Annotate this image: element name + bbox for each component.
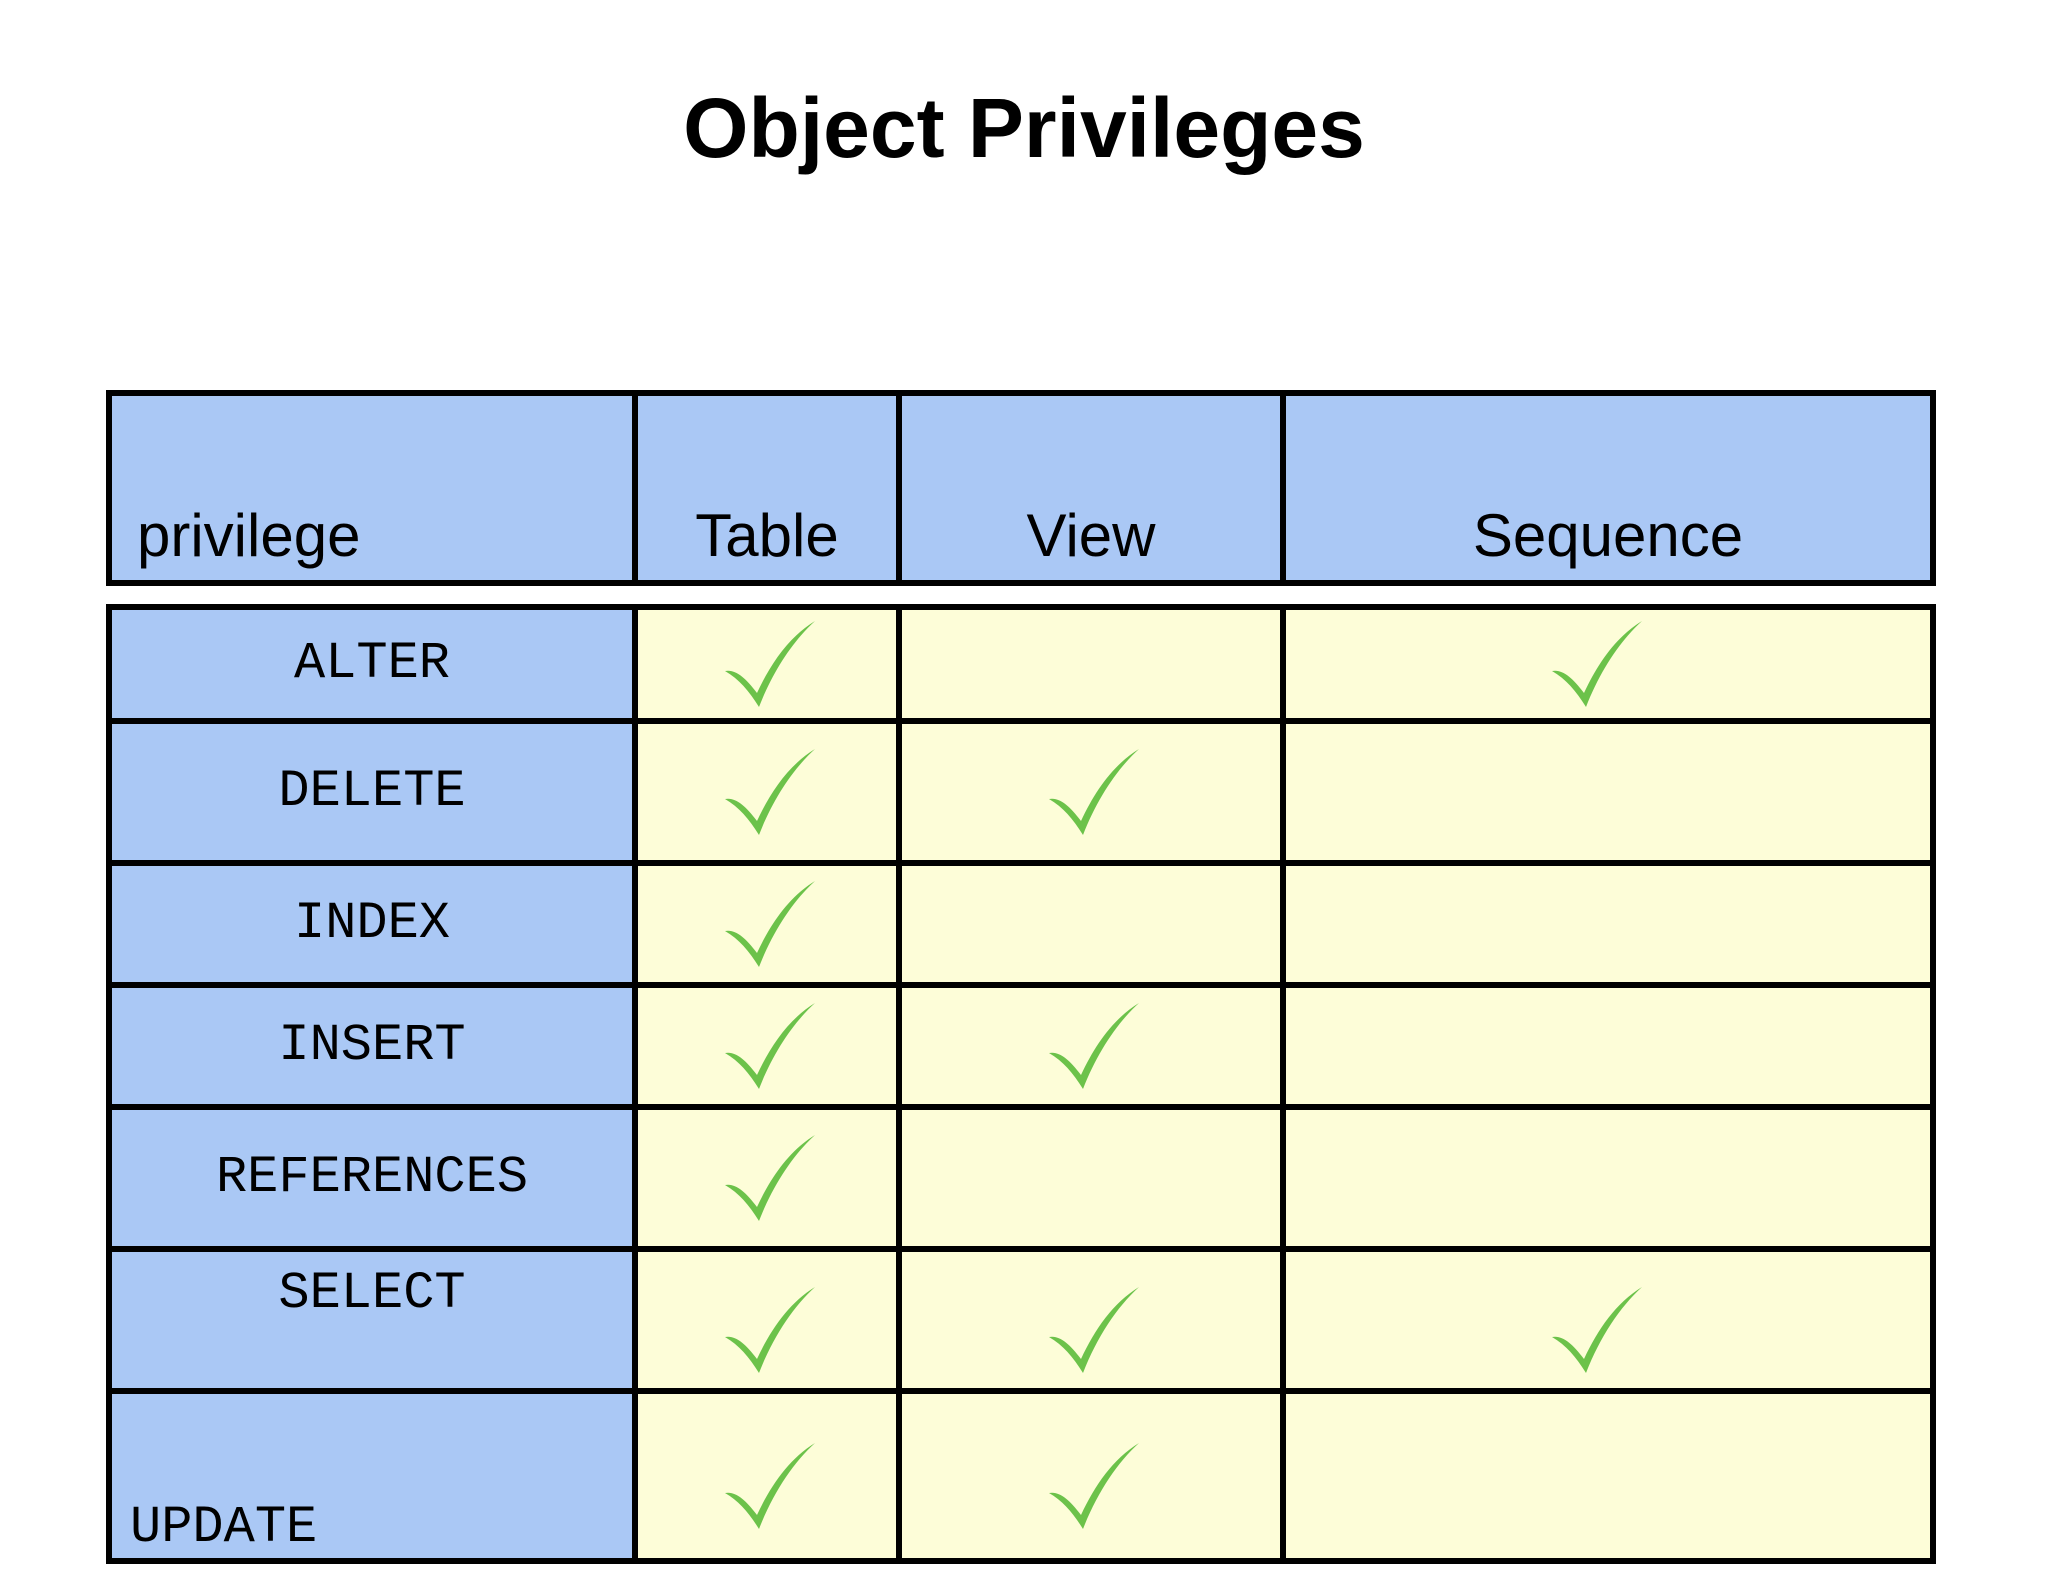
privilege-label: REFERENCES <box>215 1148 529 1207</box>
row-header-references: REFERENCES <box>106 1104 638 1252</box>
row-header-delete: DELETE <box>106 718 638 866</box>
privilege-label: ALTER <box>293 634 451 693</box>
cell-index-table <box>632 860 902 988</box>
check-mark-icon <box>1550 1285 1646 1375</box>
header-label-sequence: Sequence <box>1472 502 1744 569</box>
cell-delete-sequence <box>1280 718 1936 866</box>
cell-update-sequence <box>1280 1388 1936 1564</box>
check-mark-icon <box>1047 1001 1143 1091</box>
check-mark-icon <box>723 879 819 969</box>
privilege-label: DELETE <box>278 762 466 821</box>
cell-update-table <box>632 1388 902 1564</box>
check-mark-icon <box>723 1441 819 1531</box>
check-mark-icon <box>1047 1441 1143 1531</box>
cell-alter-view <box>896 604 1286 724</box>
cell-insert-view <box>896 982 1286 1110</box>
row-header-select: SELECT <box>106 1246 638 1394</box>
cell-select-sequence <box>1280 1246 1936 1394</box>
check-mark-icon <box>723 619 819 709</box>
cell-select-table <box>632 1246 902 1394</box>
cell-select-view <box>896 1246 1286 1394</box>
header-cell-table: Table <box>632 390 902 586</box>
row-header-index: INDEX <box>106 860 638 988</box>
header-cell-view: View <box>896 390 1286 586</box>
cell-references-table <box>632 1104 902 1252</box>
cell-insert-table <box>632 982 902 1110</box>
row-header-alter: ALTER <box>106 604 638 724</box>
check-mark-icon <box>1047 1285 1143 1375</box>
header-cell-sequence: Sequence <box>1280 390 1936 586</box>
privilege-label: UPDATE <box>130 1498 318 1557</box>
header-cell-privilege: privilege <box>106 390 638 586</box>
cell-insert-sequence <box>1280 982 1936 1110</box>
check-mark-icon <box>723 1133 819 1223</box>
cell-delete-table <box>632 718 902 866</box>
cell-alter-sequence <box>1280 604 1936 724</box>
page-title: Object Privileges <box>683 81 1365 175</box>
header-label-table: Table <box>695 502 839 569</box>
privilege-label: SELECT <box>278 1264 466 1323</box>
cell-delete-view <box>896 718 1286 866</box>
cell-references-sequence <box>1280 1104 1936 1252</box>
row-header-update: UPDATE <box>106 1388 638 1564</box>
privilege-label: INDEX <box>293 894 451 953</box>
check-mark-icon <box>723 1001 819 1091</box>
privilege-label: INSERT <box>278 1016 466 1075</box>
check-mark-icon <box>1550 619 1646 709</box>
check-mark-icon <box>1047 747 1143 837</box>
cell-update-view <box>896 1388 1286 1564</box>
header-label-view: View <box>1026 502 1156 569</box>
cell-index-sequence <box>1280 860 1936 988</box>
row-header-insert: INSERT <box>106 982 638 1110</box>
cell-alter-table <box>632 604 902 724</box>
check-mark-icon <box>723 1285 819 1375</box>
header-label-privilege: privilege <box>137 502 361 569</box>
cell-index-view <box>896 860 1286 988</box>
cell-references-view <box>896 1104 1286 1252</box>
check-mark-icon <box>723 747 819 837</box>
